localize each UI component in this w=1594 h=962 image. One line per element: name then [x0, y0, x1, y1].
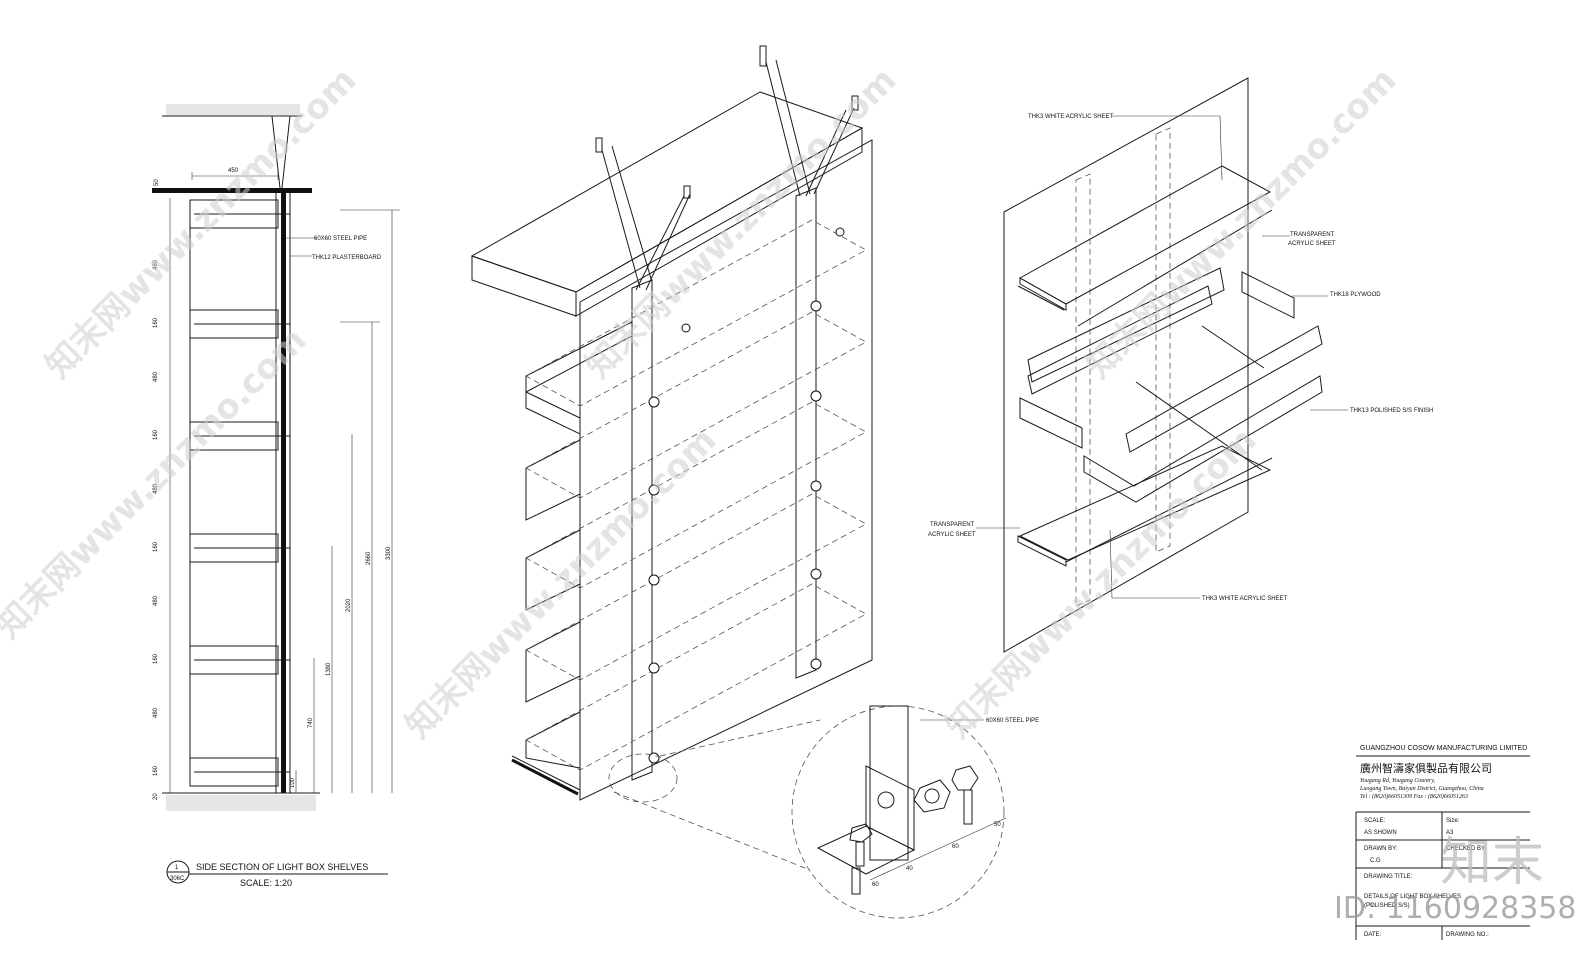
company-name-en: GUANGZHOU COSOW MANUFACTURING LIMITED — [1360, 745, 1527, 752]
iso-shelves — [525, 219, 867, 771]
dim-160-b: 160 — [153, 429, 159, 440]
dim-3300: 3300 — [386, 546, 392, 560]
dim-2020: 2020 — [346, 598, 352, 612]
watermark-3: 知末网www.znzmo.com — [398, 420, 724, 746]
isometric-assembly-view: 60X60 STEEL PIPE 60 40 60 50 — [470, 45, 1039, 919]
section-scale: SCALE: 1:20 — [240, 878, 292, 888]
drawn-by-label: DRAWN BY: — [1364, 846, 1398, 852]
label-plywood: THK18 PLYWOOD — [1330, 292, 1381, 298]
label-white-acrylic-top: THK3 WHITE ACRYLIC SHEET — [1028, 114, 1114, 120]
bracket-detail: 60X60 STEEL PIPE 60 40 60 50 — [816, 705, 1039, 895]
callout-number: 1 — [175, 865, 179, 871]
dim-480-e: 480 — [153, 707, 159, 718]
title-block: GUANGZHOU COSOW MANUFACTURING LIMITED 廣州… — [1355, 745, 1530, 940]
dim-740: 740 — [308, 717, 314, 728]
width-dimension: 450 — [228, 168, 239, 174]
address-line-1: Yougang Rd, Yougang Country, — [1360, 778, 1436, 784]
exploded-view: THK3 WHITE ACRYLIC SHEET TRANSPARENT ACR… — [928, 77, 1433, 653]
company-name-cn: 廣州智濤家俱製品有限公司 — [1360, 761, 1492, 775]
size-label: Size: — [1446, 818, 1460, 824]
label-transparent-2b: ACRYLIC SHEET — [928, 532, 976, 538]
section-title: SIDE SECTION OF LIGHT BOX SHELVES — [196, 862, 368, 872]
section-shelves — [189, 199, 290, 787]
drawing-title-line-1: DETAILS OF LIGHT BOX SHELVES — [1364, 894, 1461, 900]
checked-by-label: CHECKED BY: — [1446, 846, 1487, 852]
address-line-2: Luogang Town, Baiyun District, Guangzhou… — [1359, 786, 1484, 792]
watermark-4: 知末网www.znzmo.com — [578, 60, 904, 386]
detail-dim-50: 50 — [994, 822, 1001, 828]
drawn-by-value: C.G — [1370, 858, 1381, 864]
dim-480-c: 480 — [153, 483, 159, 494]
watermark-5: 知末网www.znzmo.com — [938, 420, 1264, 746]
dim-1380: 1380 — [326, 662, 332, 676]
callout-reference: 306C — [170, 876, 185, 882]
detail-pipe-label: 60X60 STEEL PIPE — [986, 718, 1039, 724]
dim-160-c: 160 — [153, 541, 159, 552]
scale-label: SCALE: — [1364, 818, 1386, 824]
id-watermark: ID: 1160928358 — [1334, 891, 1576, 926]
dim-480-d: 480 — [153, 595, 159, 606]
drawing-no-label: DRAWING NO.: — [1446, 932, 1489, 938]
scale-value: AS SHOWN — [1364, 830, 1397, 836]
top-dimension: 50 — [154, 179, 160, 186]
label-transparent-1b: ACRYLIC SHEET — [1288, 241, 1336, 247]
label-transparent-1a: TRANSPARENT — [1290, 232, 1335, 238]
side-section-view: 450 50 480 — [152, 104, 400, 888]
dim-160-a: 160 — [153, 317, 159, 328]
dim-2660: 2660 — [366, 551, 372, 565]
dim-480-a: 480 — [153, 259, 159, 270]
drawing-title-line-2: (POLISHED S/S) — [1364, 903, 1410, 909]
label-white-acrylic-bottom: THK3 WHITE ACRYLIC SHEET — [1202, 596, 1288, 602]
label-transparent-2a: TRANSPARENT — [930, 522, 975, 528]
watermark-6: 知末网www.znzmo.com — [1078, 60, 1404, 386]
brand-watermark: 知末 — [1440, 833, 1544, 893]
detail-dim-40: 40 — [906, 866, 913, 872]
telephone-fax: Tel : (8620)66051309 Fax : (8620)6605126… — [1360, 793, 1468, 800]
drawing-title-label: DRAWING TITLE: — [1364, 874, 1413, 880]
dim-100: 100 — [290, 777, 296, 788]
pipe-label-section: 60X60 STEEL PIPE — [314, 236, 367, 242]
label-stainless: THK13 POLISHED S/S FINISH — [1350, 408, 1433, 414]
detail-dim-60-b: 60 — [952, 844, 959, 850]
dim-160-e: 160 — [153, 765, 159, 776]
size-value: A3 — [1446, 830, 1454, 836]
detail-dim-60-a: 60 — [872, 882, 879, 888]
dim-160-d: 160 — [153, 653, 159, 664]
dim-20: 20 — [153, 793, 159, 800]
plasterboard-label: THK12 PLASTERBOARD — [312, 255, 382, 261]
pipe-bolts — [648, 227, 845, 764]
date-label: DATE: — [1364, 932, 1382, 938]
dim-480-b: 480 — [153, 371, 159, 382]
